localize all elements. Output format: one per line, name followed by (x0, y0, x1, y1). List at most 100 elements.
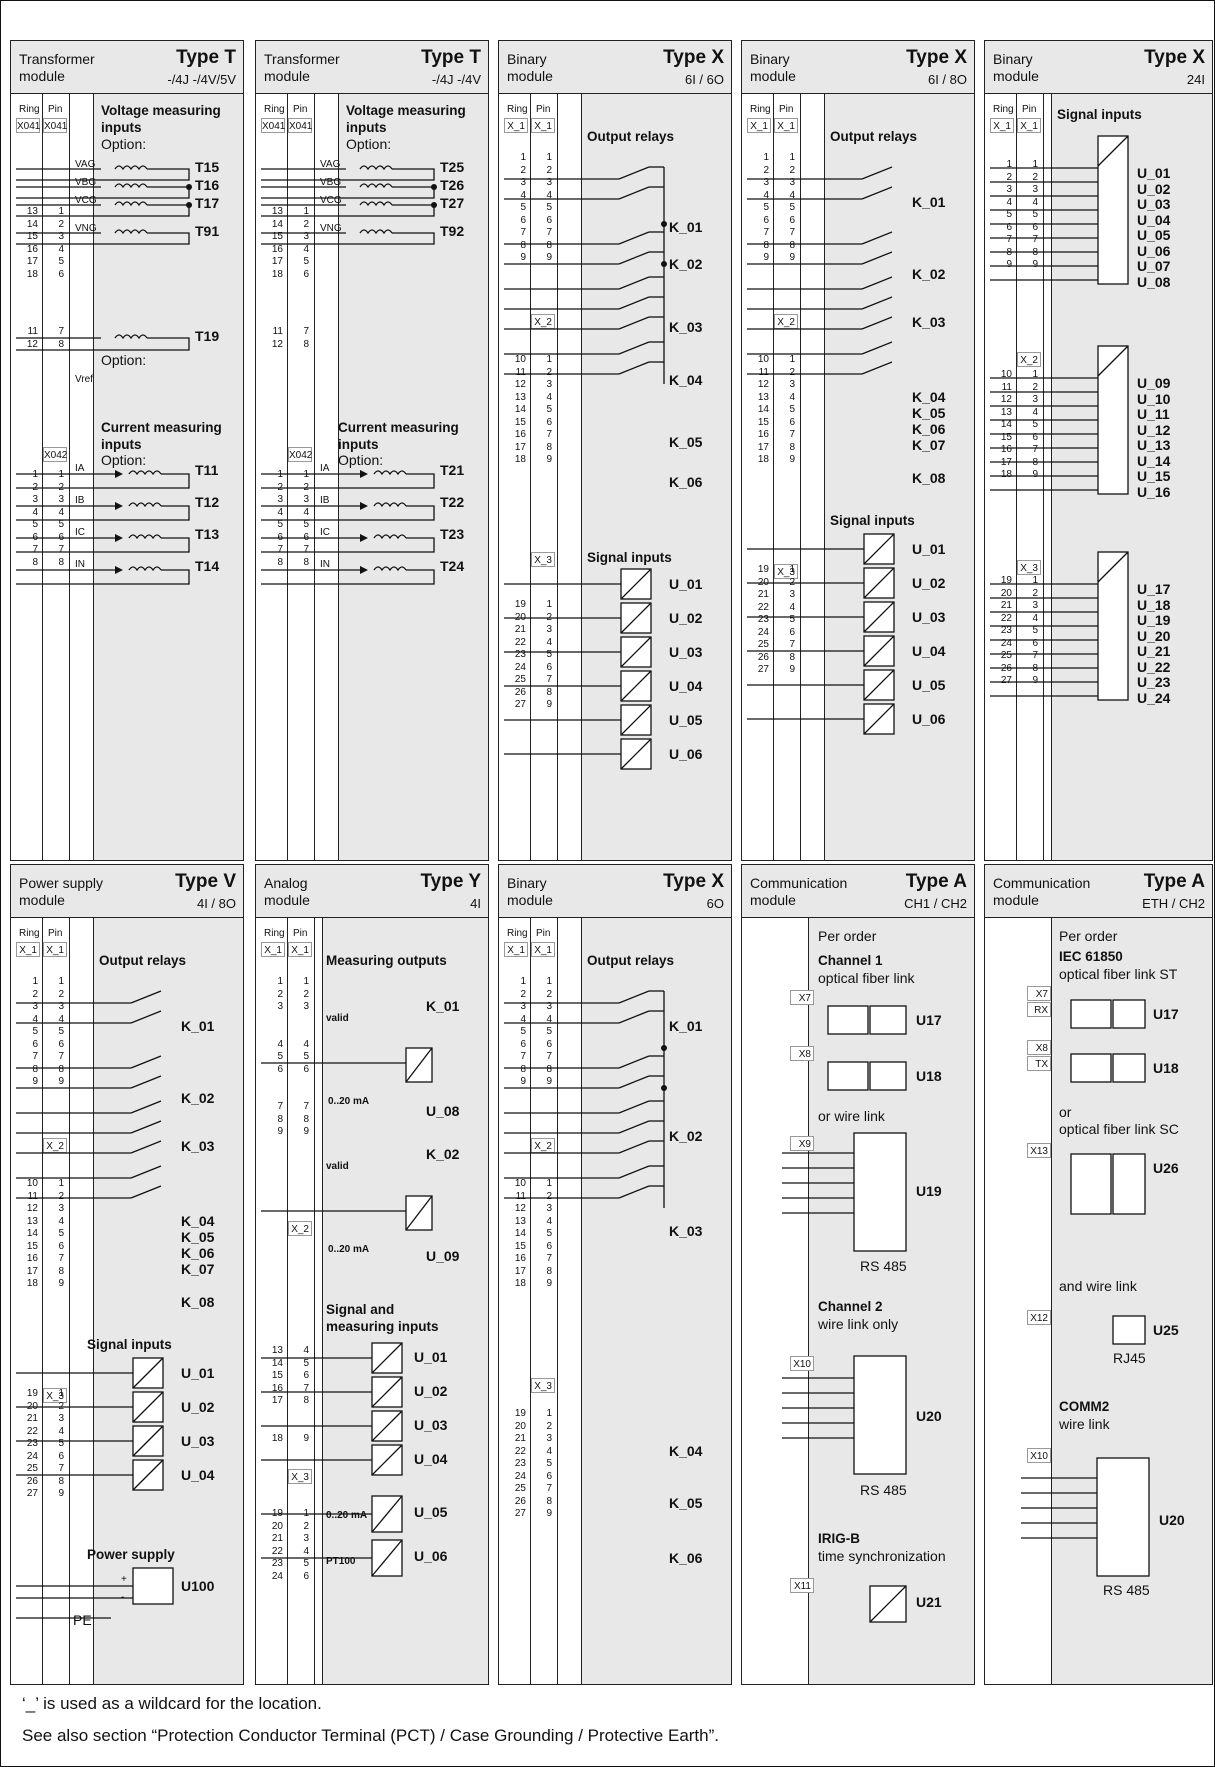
signal-label: U_03 (912, 609, 946, 625)
converter-symbol (827, 1005, 869, 1035)
output-label: K_01 (426, 998, 460, 1014)
circuit-field (93, 94, 243, 860)
relay-label: K_01 (912, 194, 946, 210)
rx-label: RX (1027, 1002, 1051, 1017)
text: Per order (818, 928, 877, 944)
relay-label: K_04 (669, 372, 703, 388)
ring-header: Ring (19, 928, 40, 939)
signal-label: U_04 (669, 678, 703, 694)
unit-label: U21 (916, 1594, 942, 1610)
signal-inputs-header: Signal inputs (87, 1337, 172, 1352)
pin-connector-id: X_1 (531, 118, 555, 133)
ring-connector-id: X_1 (16, 942, 40, 957)
power-supply-symbol (132, 1567, 174, 1605)
transformer-label: T17 (195, 195, 220, 211)
circuit-field (338, 94, 488, 860)
unit-label: U17 (916, 1012, 942, 1028)
ring-connector-id: X_1 (504, 942, 528, 957)
signal-name: Vref (75, 374, 93, 385)
coil-symbol (128, 502, 162, 508)
connector-id: X7 (790, 990, 814, 1005)
module-variant: 6I / 8O (927, 72, 967, 87)
wiring-svg (261, 165, 437, 585)
unit-label: U17 (1153, 1006, 1179, 1022)
pin-connector-id: X_1 (43, 942, 67, 957)
transformer-label: T92 (440, 223, 465, 239)
ma-label: 0..20 mA (326, 1510, 368, 1521)
coil-symbol (373, 566, 407, 572)
transformer-label: T21 (440, 462, 465, 478)
signal-input-group (1097, 345, 1129, 495)
relay-label: K_02 (669, 1128, 703, 1144)
module-variant: CH1 / CH2 (904, 896, 967, 911)
valid-label: valid (326, 1161, 349, 1172)
converter-symbol (1112, 1153, 1146, 1215)
signal-name: VCG (320, 195, 342, 206)
signal-label: U_04 (912, 643, 946, 659)
footnote-wildcard: ‘_’ is used as a wildcard for the locati… (22, 1694, 322, 1713)
coil-symbol (114, 165, 148, 171)
pin-connector-id: X_3 (43, 1388, 67, 1403)
ring-header: Ring (507, 104, 528, 115)
pt100-label: PT100 (326, 1556, 356, 1567)
ring-column (42, 94, 43, 860)
unit-label: U18 (916, 1068, 942, 1084)
pin-column (314, 94, 315, 860)
transformer-label: T14 (195, 558, 220, 574)
option-text: Option: (346, 136, 392, 152)
converter-symbol (869, 1005, 907, 1035)
text: or optical fiber link SC (1059, 1104, 1179, 1137)
converter-symbol (1070, 1153, 1112, 1215)
output-label: U_09 (426, 1248, 460, 1264)
relay-label: K_03 (669, 1223, 703, 1239)
circuit-field (808, 918, 974, 1684)
voltage-inputs-header: Voltage measuring inputs (346, 103, 466, 135)
relay-label: K_04 (669, 1443, 703, 1459)
signal-input-labels: U_01 U_02 U_03 U_04 U_05 U_06 U_07 U_08 (1137, 165, 1171, 290)
signal-name: IB (320, 495, 330, 506)
connector-id: X10 (1027, 1448, 1051, 1463)
signal-name: VBG (320, 177, 342, 188)
signal-label: U_01 (912, 541, 946, 557)
pin-connector-id: X_1 (1017, 118, 1041, 133)
connector-id: X9 (790, 1136, 814, 1151)
relay-label: K_02 (669, 256, 703, 272)
module-name: Binary module (507, 875, 553, 908)
text: wire link (1059, 1416, 1110, 1432)
ring-connector-id: X_1 (990, 118, 1014, 133)
transformer-label: T22 (440, 494, 465, 510)
module-name: Binary module (750, 51, 796, 84)
transformer-label: T13 (195, 526, 220, 542)
signal-label: U_03 (669, 644, 703, 660)
signal-label: U_06 (414, 1548, 448, 1564)
signal-name: VBG (75, 177, 97, 188)
pin-connector-id: X_1 (531, 942, 555, 957)
transformer-label: T91 (195, 223, 220, 239)
circuit-field (322, 918, 488, 1684)
signal-label: U_04 (181, 1467, 215, 1483)
signal-measuring-header: Signal and measuring inputs (326, 1302, 439, 1334)
option-text: Option: (101, 352, 147, 368)
pin-connector-id: X_1 (774, 118, 798, 133)
ring-header: Ring (507, 928, 528, 939)
relay-label: K_02 (181, 1090, 215, 1106)
